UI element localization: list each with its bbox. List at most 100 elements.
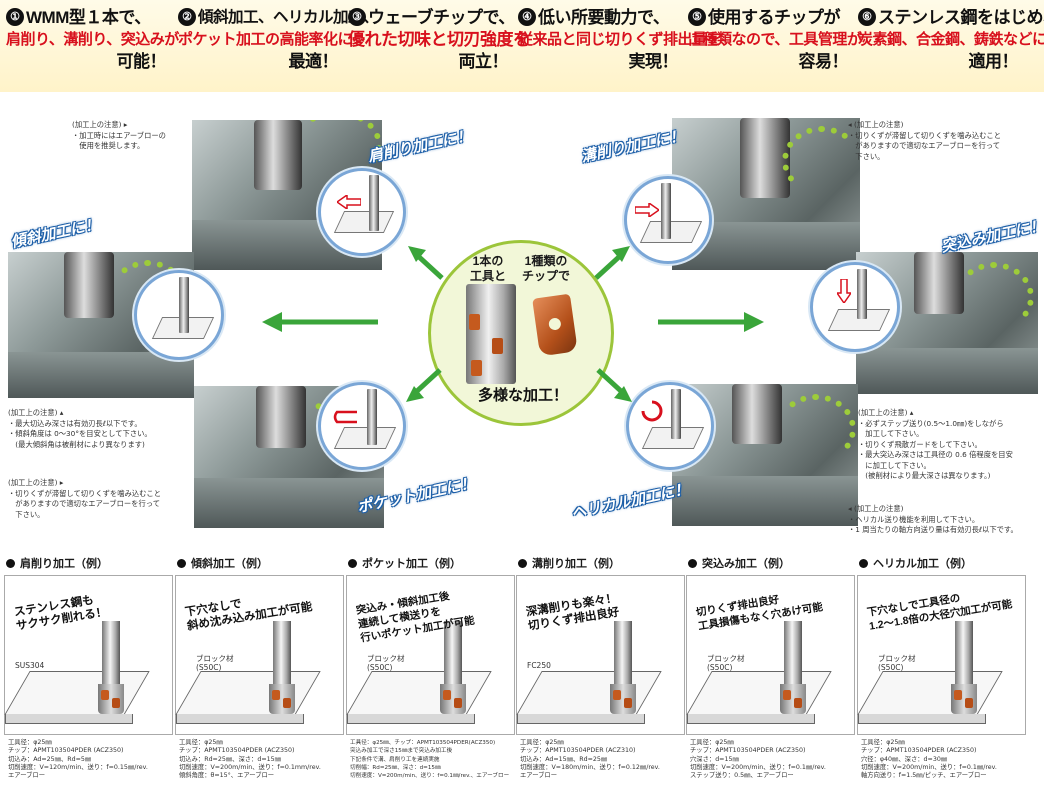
example-1: 肩削り加工（例） ステンレス鋼も サクサク削れる！ SUS304 工具径：φ25㎜ チ… [4,555,173,788]
endmill-head [440,684,466,714]
example-title: 傾斜加工（例） [177,555,268,571]
example-5: 突込み加工（例） 切りくず排出良好 工具損傷もなく穴あけ可能ブロック材 (S50C… [686,555,855,788]
example-6: ヘリカル加工（例） 下穴なしで工具径の 1.2～1.8倍の大径穴加工が可能ブロック… [857,555,1026,788]
feature-number-badge: ③ [348,8,366,26]
note-pocket: (加工上の注意) ▸ ・切りくずが滞留して切りくずを噛み込むこと がありますので… [8,478,162,519]
endmill-head [269,684,295,714]
example-caption: 下穴なしで工具径の 1.2～1.8倍の大径穴加工が可能 [866,592,1014,633]
note-shoulder: (加工上の注意) ▸ ・加工時にはエアーブローの 使用を推奨します。 [72,120,166,150]
example-title: ヘリカル加工（例） [859,555,972,571]
inset-helical [626,382,714,470]
bullet-icon [348,559,357,568]
feature-line: 容易！ [798,52,849,71]
example-illustration: ステンレス鋼も サクサク削れる！ SUS304 [4,575,173,735]
endmill-shank [102,621,120,691]
workpiece-material: ブロック材 (S50C) [367,654,405,672]
feature-line: 実現！ [628,52,679,71]
bullet-icon [177,559,186,568]
inset-slot [624,176,712,264]
inset-ramping [134,270,224,360]
inset-plunge [810,262,900,352]
workpiece-block [4,671,150,715]
workpiece-side [858,714,986,724]
pocket-path-icon [333,410,357,424]
arrow-to-helical-icon [596,368,632,402]
workpiece-material: ブロック材 (S50C) [196,654,234,672]
center-tool-text: 1本の 工具と [470,254,507,283]
feature-line: ウェーブチップで、 [368,8,515,27]
workpiece-side [687,714,815,724]
example-illustration: 下穴なしで 斜め沈み込み加工が可能ブロック材 (S50C) [175,575,344,735]
arrow-to-pocket-icon [406,368,442,402]
arrow-to-ramping-icon [262,312,378,332]
center-chip-text: 1種類の チップで [522,254,571,283]
feature-line: 優れた切味と切刃強度を [348,30,530,49]
workpiece-material: SUS304 [15,661,45,670]
feature-line: 炭素鋼、合金鋼、鋳鉄などに [858,31,1044,48]
feature-line: 低い所要動力で、 [538,8,670,27]
feature-line: 従来品と同じ切りくず排出量を [518,31,722,48]
example-illustration: 深溝削りも楽々！ 切りくず排出良好 FC250 [516,575,685,735]
feature-line: 最適！ [288,52,339,71]
feature-number-badge: ⑤ [688,8,706,26]
workpiece-block [175,671,321,715]
arrow-to-slot-icon [594,246,630,280]
direction-arrows [262,246,764,402]
endmill-shank [614,621,632,691]
example-title: 溝削り加工（例） [518,555,620,571]
workpiece-material: ブロック材 (S50C) [878,654,916,672]
helical-path-icon [641,400,663,422]
arrow-to-shoulder-icon [408,246,444,280]
workpiece-side [347,714,475,724]
feature-line: WMM型１本で、 [26,8,151,27]
feature-number-badge: ① [6,8,24,26]
example-caption: 切りくず排出良好 工具損傷もなく穴あけ可能 [695,593,824,633]
example-illustration: 切りくず排出良好 工具損傷もなく穴あけ可能ブロック材 (S50C) [686,575,855,735]
inset-pocket [318,382,406,470]
arrow-to-plunge-icon [658,312,764,332]
example-title-text: ポケット加工（例） [362,557,461,570]
endmill-shank [955,621,973,691]
note-ramping: (加工上の注意) ▴ ・最大切込み深さは有効刃長ℓ以下です。 ・傾斜角度は 0～… [8,408,152,449]
workpiece-side [5,714,133,724]
workpiece-side [517,714,645,724]
example-spec: 工具径：φ25㎜ チップ：APMT103504PDER (ACZ350) 切込み… [8,739,148,780]
example-spec: 工具径：φ25㎜ チップ：APMT103504PDER (ACZ350) 穴深さ… [690,739,826,780]
feed-arrow-icon [635,203,659,217]
example-3: ポケット加工（例） 突込み・傾斜加工後 連続して横送りを 行いポケット加工が可能ブ… [346,555,515,788]
example-spec: 工具径：φ25㎜、チップ：APMT103504PDER(ACZ350) 突込み加… [350,740,510,780]
feature-line: 可能！ [116,52,167,71]
workpiece-material: ブロック材 (S50C) [707,654,745,672]
plunge-arrow-icon [837,279,851,303]
feature-line: １種類なので、工具管理が [688,31,862,48]
example-illustration: 突込み・傾斜加工後 連続して横送りを 行いポケット加工が可能ブロック材 (S50… [346,575,515,735]
feed-arrow-icon [337,195,361,209]
example-title: ポケット加工（例） [348,555,461,571]
photo-slot-milling [672,118,860,270]
example-title-text: 肩削り加工（例） [20,557,108,570]
workpiece-material: FC250 [527,661,551,670]
example-caption: ステンレス鋼も サクサク削れる！ [13,594,109,633]
workpiece-side [176,714,304,724]
workpiece-block [516,671,662,715]
feature-line: 使用するチップが [708,8,841,27]
note-slot: ◂ (加工上の注意) ・切りくずが滞留して切りくずを噛み込むこと がありますので… [848,120,1002,161]
endmill-head [951,684,977,714]
endmill-head [780,684,806,714]
bullet-icon [518,559,527,568]
center-result-text: 多様な加工！ [478,387,569,404]
example-title-text: 溝削り加工（例） [532,557,620,570]
feature-number-badge: ② [178,8,196,26]
example-title: 突込み加工（例） [688,555,790,571]
inset-shoulder [318,168,406,256]
example-caption: 深溝削りも楽々！ 切りくず排出良好 [525,592,621,633]
endmill-head [610,684,636,714]
endmill-shank [273,621,291,691]
example-title-text: 傾斜加工（例） [191,557,268,570]
feature-line: ステンレス鋼をはじめ、 [878,8,1044,27]
